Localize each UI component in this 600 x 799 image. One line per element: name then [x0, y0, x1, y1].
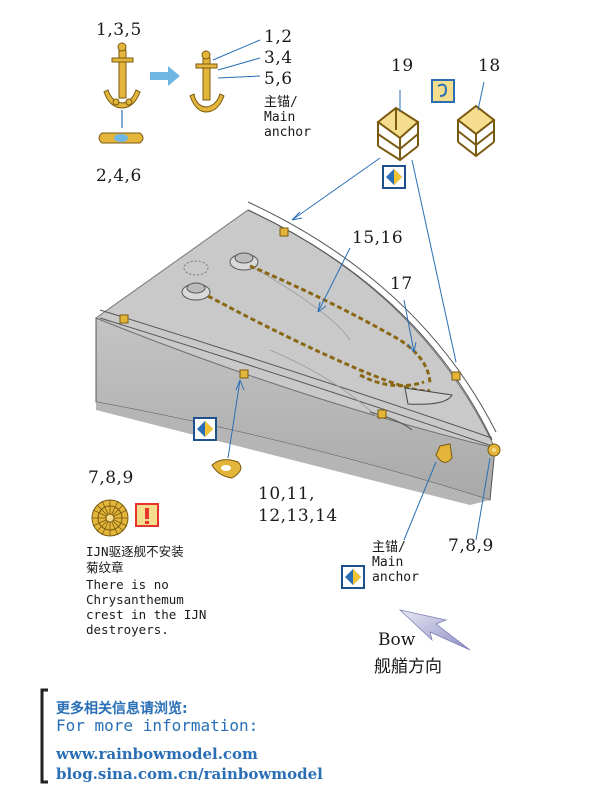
- railing-part-18: [456, 104, 496, 158]
- leader-line-18: [477, 81, 485, 111]
- label-parts-15-16: 15,16: [352, 228, 404, 248]
- blog-link[interactable]: blog.sina.com.cn/rainbowmodel: [56, 765, 323, 783]
- label-main-anchor-en-2: anchor: [264, 125, 311, 140]
- label-main-anchor-en-1: Main: [264, 110, 296, 125]
- note-en-2: Chrysanthemum: [86, 592, 184, 607]
- railing-part-19: [376, 106, 420, 162]
- deck-leaders: [227, 247, 491, 541]
- leader-lines-right: [212, 39, 261, 79]
- note-en-3: crest in the IJN: [86, 607, 207, 622]
- label-parts-3-4: 3,4: [264, 48, 293, 68]
- note-cn-1: IJN驱逐舰不安装: [86, 544, 184, 559]
- label-parts-12-13-14: 12,13,14: [258, 506, 338, 526]
- step-arrow-icon: [150, 66, 180, 86]
- info-en: For more information:: [56, 716, 259, 735]
- fold-icon: [341, 565, 365, 589]
- bow-label-cn: 舰艏方向: [374, 657, 442, 677]
- anchor-base-part: [98, 132, 144, 144]
- label-parts-7-8-9-left: 7,8,9: [88, 468, 134, 488]
- label-bottom-anchor-cn: 主锚/: [372, 540, 406, 555]
- label-parts-1-3-5: 1,3,5: [96, 20, 142, 40]
- label-bottom-anchor-en-2: anchor: [372, 570, 419, 585]
- chrysanthemum-icon: [91, 499, 129, 537]
- label-parts-5-6: 5,6: [264, 69, 293, 89]
- label-parts-10-11: 10,11,: [258, 484, 316, 504]
- deck-fittings: [119, 227, 461, 419]
- label-parts-1-2: 1,2: [264, 27, 293, 47]
- note-en-4: destroyers.: [86, 622, 169, 637]
- note-cn-2: 菊纹章: [86, 560, 124, 575]
- warning-icon: [135, 503, 159, 527]
- leader-line-19-deck: [291, 157, 381, 221]
- leader-line-18-deck: [411, 159, 457, 363]
- fold-icon: [193, 417, 217, 441]
- bow-direction-arrow: [398, 609, 471, 651]
- anchor-assembly-right: [189, 50, 225, 113]
- bend-icon: [431, 79, 455, 103]
- label-part-17: 17: [390, 274, 413, 294]
- anchor-icon: [435, 443, 453, 463]
- info-bracket: [40, 688, 48, 784]
- chrysanthemum-icon: [487, 443, 501, 457]
- website-link[interactable]: www.rainbowmodel.com: [56, 745, 258, 763]
- label-main-anchor-cn: 主锚/: [264, 95, 298, 110]
- label-parts-2-4-6: 2,4,6: [96, 166, 142, 186]
- info-cn: 更多相关信息请浏览:: [56, 701, 188, 717]
- label-part-18: 18: [478, 56, 501, 76]
- note-en-1: There is no: [86, 577, 169, 592]
- fold-icon: [382, 165, 406, 189]
- label-bottom-anchor-en-1: Main: [372, 555, 404, 570]
- bow-label-en: Bow: [378, 630, 416, 650]
- capstan: [181, 252, 259, 301]
- anchor-assembly-left: [98, 42, 144, 144]
- ship-bow-deck: [94, 201, 497, 505]
- anchor-icon: [103, 42, 141, 109]
- label-part-19: 19: [391, 56, 414, 76]
- label-parts-7-8-9-right: 7,8,9: [448, 536, 494, 556]
- hawse-plate: [404, 387, 453, 405]
